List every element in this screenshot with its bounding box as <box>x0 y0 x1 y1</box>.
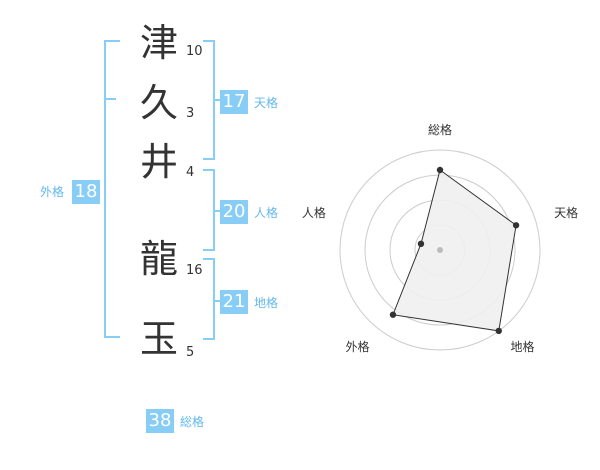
tenkaku-value: 17 <box>220 90 248 114</box>
radar-point-1 <box>436 166 444 174</box>
radar-point-4 <box>389 311 397 318</box>
radar-axis-label-1: 総格 <box>428 122 452 137</box>
stroke-count-2: 3 <box>186 106 195 121</box>
radar-ring <box>339 149 541 351</box>
radar-point-2 <box>512 222 520 229</box>
radar-series-polygon <box>392 169 517 332</box>
radar-center-dot <box>437 247 443 253</box>
radar-axis-label-5: 人格 <box>302 205 326 220</box>
stroke-count-4: 16 <box>186 263 203 278</box>
soukaku-label: 総格 <box>180 415 205 429</box>
gaikaku-bracket <box>104 40 120 338</box>
soukaku-value: 38 <box>146 409 174 433</box>
radar-point-3 <box>495 327 502 335</box>
radar-axis-label-3: 地格 <box>511 339 535 354</box>
chikaku-bracket <box>203 258 215 340</box>
name-char-3: 井 <box>140 140 179 184</box>
name-char-5: 玉 <box>140 317 179 361</box>
stroke-count-3: 4 <box>186 165 195 180</box>
name-char-4: 龍 <box>140 237 179 281</box>
jinkaku-label: 人格 <box>254 206 279 220</box>
radar-axis-label-4: 外格 <box>345 339 369 354</box>
stroke-count-5: 5 <box>186 345 195 360</box>
radar-point-5 <box>417 240 425 248</box>
name-char-2: 久 <box>140 81 179 125</box>
jinkaku-bracket <box>203 169 215 251</box>
gaikaku-bracket-tick <box>104 98 116 100</box>
tenkaku-bracket <box>203 40 215 160</box>
stroke-count-1: 10 <box>186 44 203 59</box>
name-char-1: 津 <box>140 21 179 65</box>
chikaku-label: 地格 <box>254 296 279 310</box>
radar-axis-label-2: 天格 <box>554 205 578 220</box>
chikaku-value: 21 <box>220 290 248 314</box>
gaikaku-label: 外格 <box>40 185 65 199</box>
gaikaku-value: 18 <box>72 180 100 204</box>
jinkaku-value: 20 <box>220 200 248 224</box>
tenkaku-label: 天格 <box>254 96 279 110</box>
